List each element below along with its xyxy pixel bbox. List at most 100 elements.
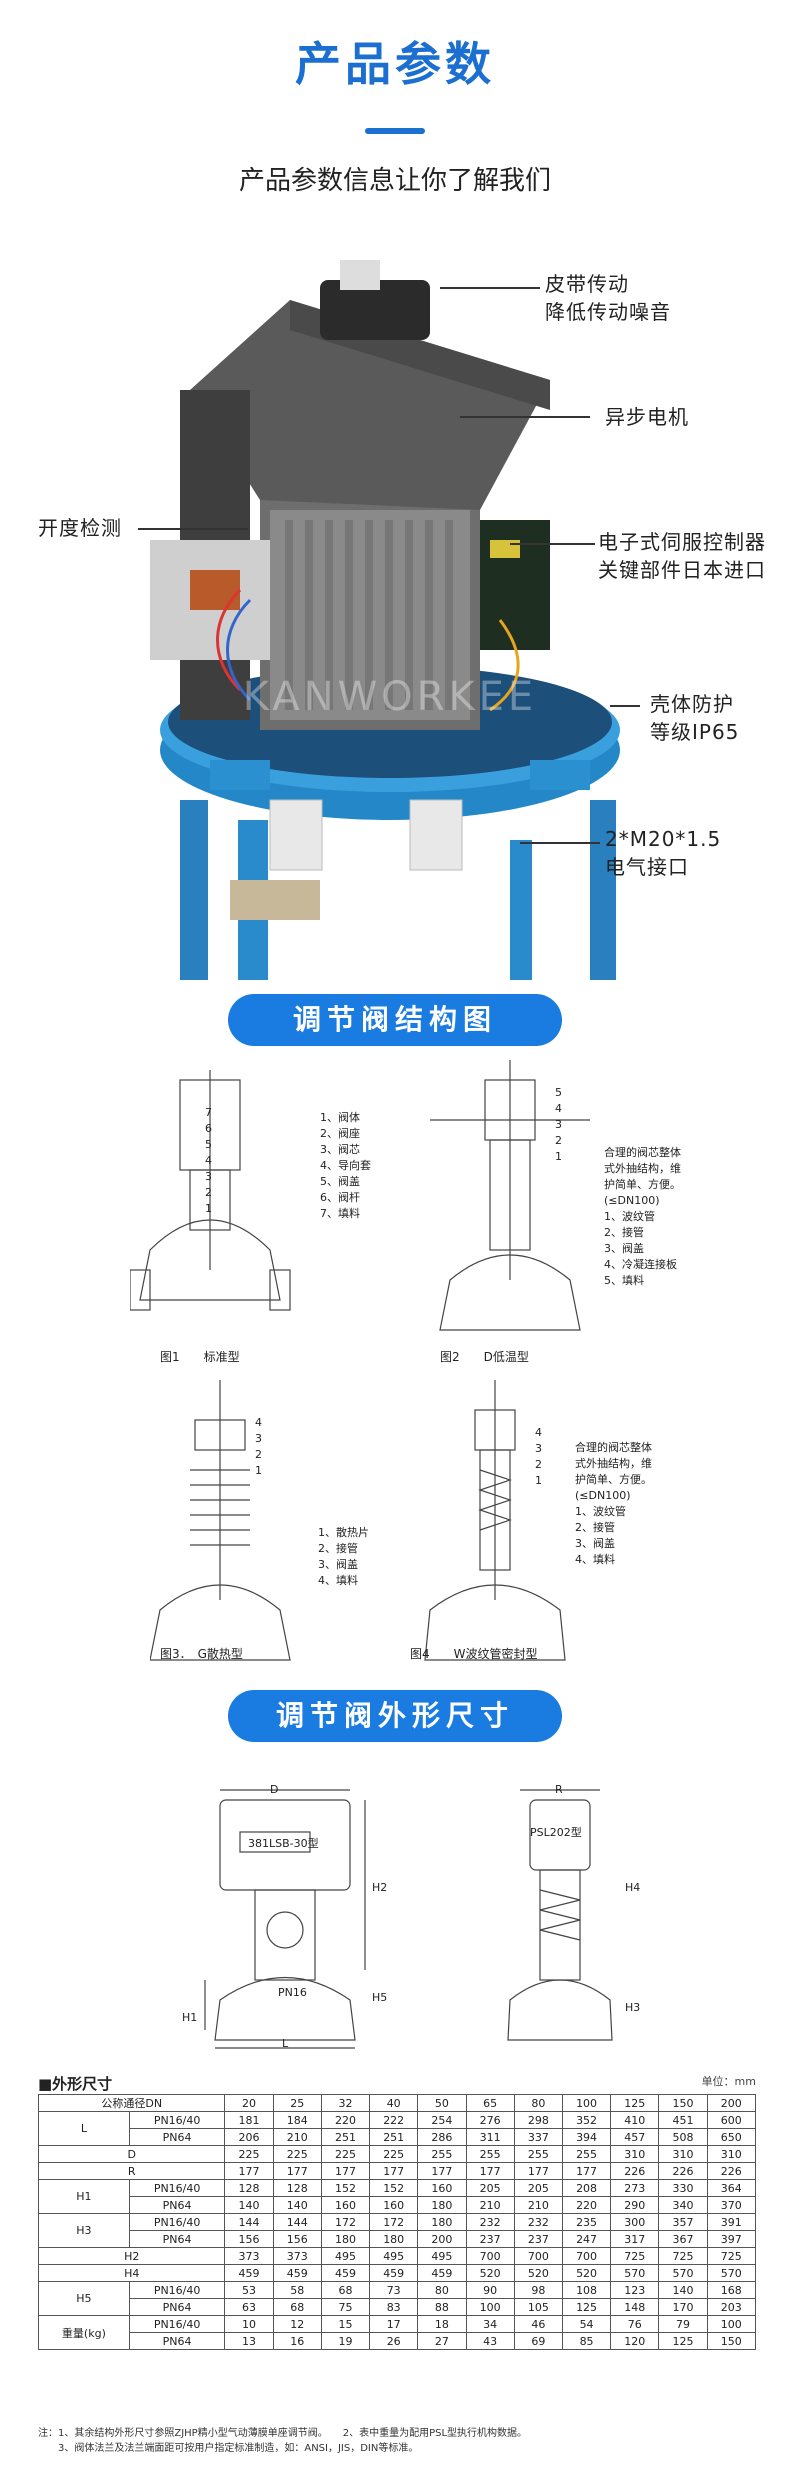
table-cell: 43	[465, 2332, 515, 2350]
fig1-part: 6、阀杆	[320, 1191, 360, 1204]
fig1-num: 1	[205, 1202, 212, 1215]
title-underline	[365, 128, 425, 134]
table-cell: 177	[320, 2162, 371, 2180]
table-cell: 232	[513, 2213, 563, 2231]
table-cell: 459	[417, 2264, 467, 2282]
table-cell: 391	[706, 2213, 757, 2231]
table-cell: 220	[320, 2111, 371, 2129]
table-cell: 276	[465, 2111, 515, 2129]
fig3-part: 3、阀盖	[318, 1558, 358, 1571]
table-cell: 286	[417, 2128, 467, 2146]
label-h4: H4	[625, 1881, 641, 1894]
dimension-side-drawing	[507, 1789, 613, 2041]
table-cell: 311	[465, 2128, 515, 2146]
fig4-part: (≤DN100)	[575, 1489, 631, 1502]
table-cell: 17	[369, 2315, 419, 2333]
table-cell: 177	[561, 2162, 612, 2180]
fig1-num: 6	[205, 1122, 212, 1135]
table-cell: 459	[369, 2264, 419, 2282]
table-row-group: H5	[38, 2281, 130, 2316]
fig2-parts: 合理的阀芯整体 式外抽结构，维 护简单、方便。 (≤DN100) 1、波纹管 2…	[604, 1145, 681, 1289]
fig3-num: 4	[255, 1416, 262, 1429]
table-cell: 98	[513, 2281, 563, 2299]
table-cell: 156	[272, 2230, 322, 2248]
table-cell: 152	[369, 2179, 419, 2197]
table-row-sub: PN16/40	[128, 2111, 226, 2129]
fig4-part: 2、接管	[575, 1521, 615, 1534]
fig2-caption: 图2 D低温型	[440, 1350, 529, 1364]
fig4-part: 3、阀盖	[575, 1537, 615, 1550]
table-row-group: H3	[38, 2213, 130, 2248]
table-row-sub: PN64	[128, 2230, 226, 2248]
fig2-num: 2	[555, 1134, 562, 1147]
side-model: PSL202型	[530, 1826, 582, 1839]
table-cell: 394	[561, 2128, 612, 2146]
fig1-part: 5、阀盖	[320, 1175, 360, 1188]
structure-fig2-drawing	[430, 1060, 590, 1331]
table-cell: 177	[369, 2162, 419, 2180]
table-cell: 140	[658, 2281, 708, 2299]
table-cell: 310	[658, 2145, 708, 2163]
table-row-sub: PN64	[128, 2298, 226, 2316]
table-cell: 226	[706, 2162, 757, 2180]
table-cell: 235	[561, 2213, 612, 2231]
callout-line-motor	[460, 416, 590, 418]
fig2-num: 4	[555, 1102, 562, 1115]
fig1-num: 3	[205, 1170, 212, 1183]
table-cell: 457	[610, 2128, 660, 2146]
callout-line-belt	[440, 287, 540, 289]
table-cell: 725	[706, 2247, 757, 2265]
table-cell: 397	[706, 2230, 757, 2248]
fig4-numbers: 4 3 2 1	[535, 1425, 542, 1489]
callout-belt-line1: 皮带传动	[545, 272, 629, 296]
table-cell: 232	[465, 2213, 515, 2231]
table-cell: 508	[658, 2128, 708, 2146]
table-cell: 68	[272, 2298, 322, 2316]
table-cell: 63	[224, 2298, 274, 2316]
table-cell: 123	[610, 2281, 660, 2299]
label-h5: H5	[372, 1991, 388, 2004]
fig4-num: 1	[535, 1474, 542, 1487]
dimension-unit: 单位：mm	[701, 2075, 756, 2088]
table-cell: 310	[610, 2145, 660, 2163]
table-cell: 128	[224, 2179, 274, 2197]
table-header-cell: 32	[320, 2094, 371, 2112]
fig1-num: 7	[205, 1106, 212, 1119]
table-cell: 451	[658, 2111, 708, 2129]
table-cell: 237	[465, 2230, 515, 2248]
table-cell: 650	[706, 2128, 757, 2146]
table-cell: 160	[417, 2179, 467, 2197]
fig1-part: 2、阀座	[320, 1127, 360, 1140]
table-cell: 330	[658, 2179, 708, 2197]
callout-port-line2: 电气接口	[605, 855, 689, 879]
table-row-sub: PN16/40	[128, 2179, 226, 2197]
fig4-part: 4、填料	[575, 1553, 615, 1566]
table-header-cell: 40	[369, 2094, 419, 2112]
table-header-cell: 25	[272, 2094, 322, 2112]
table-cell: 75	[320, 2298, 371, 2316]
callout-motor: 异步电机	[605, 405, 689, 429]
table-header-cell: 50	[417, 2094, 467, 2112]
structure-fig1-drawing	[130, 1070, 291, 1311]
fig2-num: 3	[555, 1118, 562, 1131]
callout-line-servo	[510, 543, 595, 545]
table-cell: 410	[610, 2111, 660, 2129]
fig2-part: (≤DN100)	[604, 1194, 660, 1207]
fig2-part: 1、波纹管	[604, 1210, 655, 1223]
table-cell: 200	[417, 2230, 467, 2248]
table-cell: 222	[369, 2111, 419, 2129]
callout-shell-line1: 壳体防护	[650, 692, 734, 716]
table-cell: 203	[706, 2298, 757, 2316]
table-cell: 19	[320, 2332, 371, 2350]
table-cell: 520	[561, 2264, 612, 2282]
table-cell: 370	[706, 2196, 757, 2214]
